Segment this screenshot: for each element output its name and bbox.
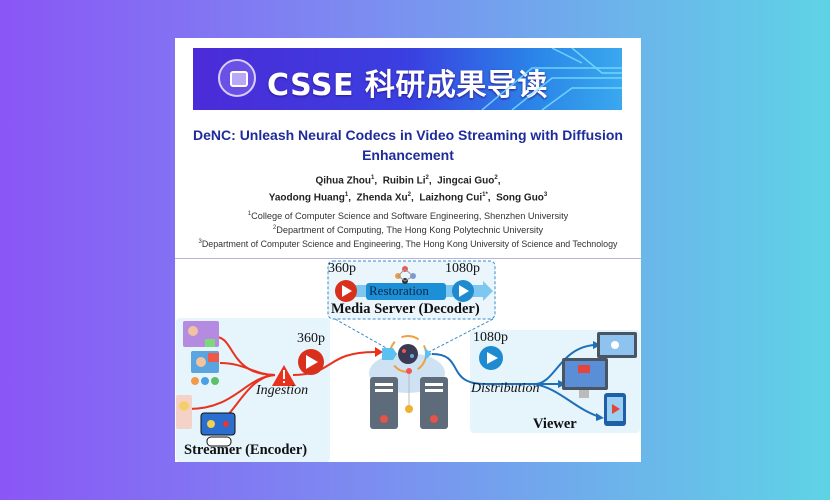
aff-sup: 1 (247, 211, 252, 217)
ingest-arrowhead (375, 347, 383, 357)
neural-net-icon (395, 266, 416, 284)
author-name: Song Guo (496, 192, 544, 204)
csse-logo-icon (218, 59, 256, 97)
play-icon-red (298, 349, 324, 375)
author-sup: 3 (543, 192, 548, 198)
author-sup: 2 (494, 175, 498, 181)
author-name: Yaodong Huang (268, 192, 345, 204)
affiliation-1: 1College of Computer Science and Softwar… (175, 207, 641, 223)
zoom-line-left (334, 318, 398, 355)
server-input-arrow (382, 348, 397, 360)
author-name: Qihua Zhou (315, 175, 372, 187)
paper-title: DeNC: Unleash Neural Codecs in Video Str… (193, 127, 623, 163)
distribute-res: 1080p (473, 330, 508, 345)
zoom-line-right (424, 318, 494, 355)
author-sup: 1 (344, 192, 349, 198)
article-card: CSSE 科研成果导读 DeNC: Unleash Neural Codecs … (175, 38, 641, 462)
server-tower-right-icon (420, 377, 448, 429)
author-name: Jingcai Guo (437, 175, 495, 187)
circuit-decoration-icon (481, 48, 622, 110)
play-icon-blue (479, 346, 503, 370)
aff-sup: 3 (198, 239, 202, 245)
divider (175, 258, 641, 259)
server-output-arrow (425, 348, 432, 360)
game-streamer-icon (200, 412, 236, 447)
phone-streamer-icon (176, 395, 192, 429)
author-sup: 2 (407, 192, 411, 198)
aff-text: Department of Computer Science and Engin… (201, 238, 618, 249)
author-name: Ruibin Li (382, 175, 426, 187)
distribution-label: Distribution (471, 381, 540, 396)
server-input-res: 360p (328, 261, 356, 276)
restoration-label: Restoration (369, 283, 429, 298)
streamer-label: Streamer (Encoder) (184, 442, 308, 458)
teacher-streamer-icon (183, 321, 219, 347)
authors-line-1: Qihua Zhou1, Ruibin Li2, Jingcai Guo2, (315, 175, 501, 187)
authors-line-2: Yaodong Huang1, Zhenda Xu2, Laizhong Cui… (268, 192, 548, 204)
author-name: Zhenda Xu (356, 192, 408, 204)
media-server-label: Media Server (Decoder) (331, 301, 480, 317)
phone-device-icon (604, 393, 626, 426)
vlogger-streamer-icon (191, 351, 219, 385)
play-icon-blue-small (452, 280, 474, 302)
author-sup: 1 (371, 175, 375, 181)
server-tower-left-icon (370, 377, 398, 429)
aff-sup: 2 (272, 225, 277, 231)
ingestion-label: Ingestion (256, 383, 309, 398)
author-name: Laizhong Cui (419, 192, 483, 204)
author-sup: 2 (425, 175, 429, 181)
aff-text: Department of Computing, The Hong Kong P… (276, 225, 544, 236)
system-diagram: 360p Restoration 1080p Media Server (Dec… (175, 259, 641, 462)
viewer-label: Viewer (533, 416, 577, 432)
restoration-box (366, 283, 446, 300)
ingest-res: 360p (297, 331, 325, 346)
affiliation-2: 2Department of Computing, The Hong Kong … (175, 221, 641, 237)
affiliation-3: 3Department of Computer Science and Engi… (175, 235, 641, 251)
tv-device-icon (597, 332, 637, 358)
warning-icon (272, 365, 296, 386)
csse-banner: CSSE 科研成果导读 (193, 48, 622, 110)
author-sup: 1* (482, 192, 488, 198)
aff-text: College of Computer Science and Software… (251, 211, 569, 222)
monitor-device-icon (562, 358, 608, 398)
banner-text: CSSE 科研成果导读 (267, 68, 548, 103)
server-output-res: 1080p (445, 261, 480, 276)
play-icon-red-small (335, 280, 357, 302)
